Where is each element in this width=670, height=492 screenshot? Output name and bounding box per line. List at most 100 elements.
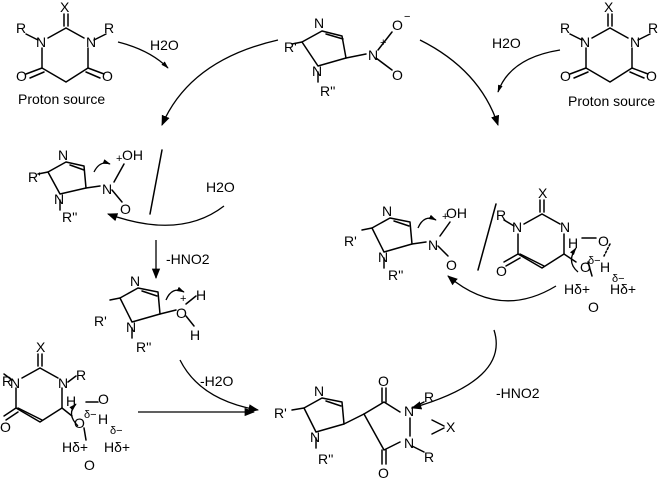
atom-o: O (74, 415, 85, 431)
atom-r-double-prime: R'' (388, 267, 403, 283)
plus-charge: + (442, 211, 448, 223)
plus-charge: + (116, 153, 122, 165)
atom-r: R (424, 449, 434, 465)
hydroxyimidazolium: N R' N R'' + O H H (94, 273, 206, 355)
atom-n: N (368, 47, 378, 63)
atom-r-double-prime: R'' (320, 83, 335, 99)
atom-n: N (560, 219, 570, 235)
atom-h: H (568, 235, 578, 251)
barbiturate-proton-source-right: X R N N R O O (560, 0, 658, 84)
enol-barbiturate-hbonded-left: X R N N R H O O δ− H δ− O Hδ+ Hδ+ O (0, 339, 130, 473)
water-arrow-left (117, 41, 169, 69)
atom-r-prime: R' (94, 313, 107, 329)
atom-r: R (560, 20, 570, 36)
atom-x: X (60, 0, 70, 15)
protonated-nitroimidazole-right: N R' N R'' N + OH O (344, 203, 467, 283)
delta-minus: δ− (588, 255, 601, 267)
atom-n: N (310, 429, 320, 445)
atom-r: R (2, 373, 12, 389)
h-delta-plus: Hδ+ (62, 439, 88, 455)
atom-o: O (84, 457, 95, 473)
atom-o: O (646, 68, 657, 84)
delta-minus: δ− (612, 273, 625, 285)
atom-r-double-prime: R'' (136, 339, 151, 355)
atom-r-double-prime: R'' (62, 209, 77, 225)
atom-o: O (0, 419, 11, 435)
water-label-left: H2O (150, 37, 179, 53)
minus-hno2-label: -HNO2 (166, 251, 210, 267)
atom-r-prime: R' (344, 233, 357, 249)
h-delta-plus: Hδ+ (564, 281, 590, 297)
atom-o: O (446, 257, 457, 273)
hydroxyl-oh: OH (122, 147, 143, 163)
atom-x: X (604, 0, 614, 15)
water-label-right: H2O (492, 35, 521, 51)
atom-n: N (404, 435, 414, 451)
atom-r: R (424, 389, 434, 405)
atom-n: N (428, 237, 438, 253)
atom-r-prime: R' (28, 169, 41, 185)
atom-n: N (126, 319, 136, 335)
slash-divider (477, 203, 497, 271)
atom-n: N (382, 203, 392, 219)
electron-push-arrow (165, 286, 185, 301)
atom-n: N (54, 191, 64, 207)
atom-n: N (312, 63, 322, 79)
atom-o: O (120, 201, 131, 217)
atom-n: N (314, 383, 324, 399)
water-label-center: H2O (206, 179, 235, 195)
reaction-arrow-right-branch (419, 39, 500, 126)
atom-n: N (314, 15, 324, 31)
barbiturate-proton-source-left: X R N N R O O (16, 0, 114, 84)
atom-o: O (102, 68, 113, 84)
reaction-arrow-left-branch (161, 39, 279, 126)
atom-r: R (104, 20, 114, 36)
atom-o: O (496, 263, 507, 279)
water-attack-arrow (107, 205, 225, 226)
atom-n: N (10, 375, 20, 391)
electron-push-arrow (417, 214, 437, 229)
atom-o: O (176, 305, 187, 321)
atom-x: X (446, 419, 456, 435)
electron-push-arrow (570, 247, 579, 273)
atom-o: O (392, 67, 403, 83)
atom-n: N (580, 34, 590, 50)
water-arrow-right (497, 49, 561, 93)
plus-charge: + (180, 293, 186, 305)
hydroxyl-oh: OH (446, 205, 467, 221)
atom-h: H (196, 287, 206, 303)
atom-o: O (16, 68, 27, 84)
delta-minus: δ− (84, 409, 97, 421)
atom-n: N (404, 403, 414, 419)
atom-n: N (86, 34, 96, 50)
slash-divider (149, 149, 163, 215)
proton-source-label-right: Proton source (568, 93, 655, 109)
atom-n: N (630, 34, 640, 50)
nitroimidazole: N R' N R'' N + O − O (284, 11, 410, 99)
atom-n: N (102, 181, 112, 197)
minus-charge: − (404, 11, 410, 23)
atom-o: O (378, 465, 389, 481)
atom-o: O (598, 233, 609, 249)
atom-r: R (496, 207, 506, 223)
imidazolyl-barbiturate-product: N R' N R'' O O N N R R X (274, 373, 456, 481)
h-delta-plus: Hδ+ (610, 281, 636, 297)
atom-x: X (538, 185, 548, 201)
electron-push-arrow (69, 403, 79, 427)
atom-o: O (560, 68, 571, 84)
atom-r: R (16, 20, 26, 36)
atom-h: H (190, 327, 200, 343)
atom-n: N (378, 249, 388, 265)
atom-n: N (58, 147, 68, 163)
minus-water-label: -H2O (200, 373, 234, 389)
atom-r-prime: R' (284, 39, 297, 55)
atom-o: O (392, 17, 403, 33)
electron-push-arrow (93, 159, 111, 173)
proton-transfer-arrow (447, 275, 557, 302)
atom-r: R (648, 20, 658, 36)
atom-n: N (36, 34, 46, 50)
atom-r-prime: R' (274, 405, 287, 421)
atom-o: O (98, 391, 109, 407)
atom-h: H (98, 411, 108, 427)
